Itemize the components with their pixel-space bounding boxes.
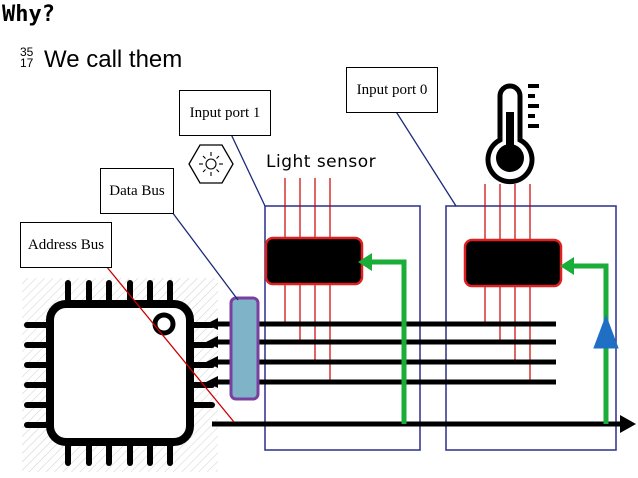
input-port-1-box [264,205,421,451]
slide-title: Why? [2,2,55,27]
input-port-0-label: Input port 0 [346,67,438,113]
bus-arrowheads [206,318,218,388]
cpu-chip-icon [22,278,218,472]
page-number: 35 [20,45,34,59]
data-bus-lines [212,321,556,385]
control-line-port-0 [560,257,609,424]
latch-port-1 [264,236,364,286]
pointer-lines [171,109,457,301]
address-bus-line [212,415,636,433]
input-port-1-label: Input port 1 [179,90,271,136]
thermometer-icon [485,83,539,185]
light-sensor-label: Light sensor [266,152,377,172]
tristate-buffer-icon [593,314,619,349]
page-total: 17 [20,56,34,70]
latch-port-0 [463,238,563,288]
input-port-0-box [445,205,617,451]
address-bus-label: Address Bus [20,222,112,268]
light-bulb-icon [188,144,234,184]
thermometer-lines [484,184,531,382]
control-line-port-1 [358,253,407,424]
junction-dots [282,321,533,385]
slide-subtitle: We call them [44,46,183,73]
data-bus-label: Data Bus [100,168,174,214]
data-bus-buffer [229,296,260,401]
light-sensor-lines [284,178,331,382]
page-counter: 35 17 [20,45,34,70]
address-bus-pointer [105,265,235,423]
